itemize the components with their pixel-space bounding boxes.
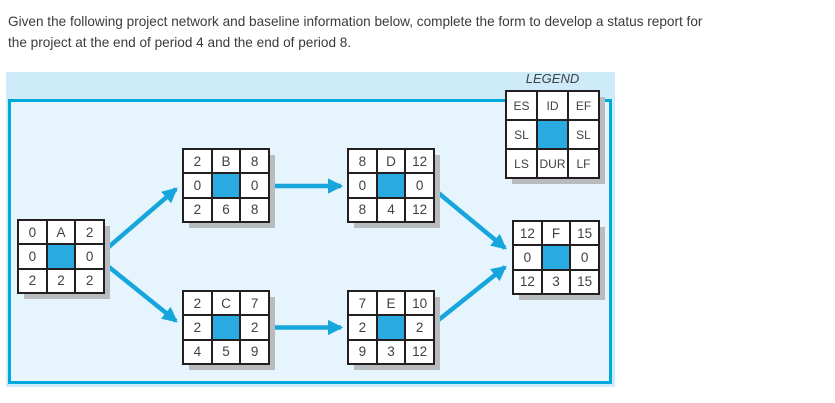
legend-dur-label: DUR [538,150,567,177]
legend-sl-left-label: SL [507,121,536,148]
sl-left-value: 0 [514,246,541,269]
node-center-square [377,316,405,339]
node-center-square [542,246,570,269]
ef-value: 15 [571,222,598,245]
activity-id: F [542,222,570,245]
activity-node-F: 12 F 15 0 0 12 3 15 [512,220,600,295]
activity-id: E [377,292,405,315]
node-center-square [212,316,240,339]
instruction-line-2: the project at the end of period 4 and t… [8,35,352,50]
ef-value: 2 [76,221,103,244]
node-center-square [212,174,240,197]
dur-value: 5 [212,340,240,363]
legend-title: LEGEND [525,71,580,86]
lf-value: 12 [406,198,433,221]
legend-ef-label: EF [569,92,598,119]
es-value: 2 [184,292,211,315]
lf-value: 8 [241,198,268,221]
instruction-text: Given the following project network and … [8,11,830,53]
instruction-line-1: Given the following project network and … [8,14,703,29]
activity-node-D: 8 D 12 0 0 8 4 12 [347,148,435,223]
activity-node-A: 0 A 2 0 0 2 2 2 [17,219,105,294]
legend-ls-label: LS [507,150,536,177]
dur-value: 4 [377,198,405,221]
dur-value: 3 [542,270,570,293]
es-value: 0 [19,221,46,244]
activity-node-C: 2 C 7 2 2 4 5 9 [182,290,270,365]
ls-value: 2 [19,269,46,292]
sl-left-value: 0 [184,174,211,197]
legend-sl-right-label: SL [569,121,598,148]
ls-value: 4 [184,340,211,363]
es-value: 12 [514,222,541,245]
activity-id: D [377,150,405,173]
sl-right-value: 2 [241,316,268,339]
sl-right-value: 0 [571,246,598,269]
activity-id: A [47,221,75,244]
ef-value: 10 [406,292,433,315]
sl-left-value: 2 [184,316,211,339]
ls-value: 8 [349,198,376,221]
sl-left-value: 2 [349,316,376,339]
ls-value: 12 [514,270,541,293]
legend-es-label: ES [507,92,536,119]
ef-value: 7 [241,292,268,315]
activity-id: C [212,292,240,315]
node-center-square [47,245,75,268]
legend-id-label: ID [538,92,567,119]
sl-left-value: 0 [349,174,376,197]
dur-value: 6 [212,198,240,221]
sl-right-value: 0 [241,174,268,197]
es-value: 8 [349,150,376,173]
sl-left-value: 0 [19,245,46,268]
es-value: 7 [349,292,376,315]
es-value: 2 [184,150,211,173]
ls-value: 2 [184,198,211,221]
legend-box: ES ID EF SL SL LS DUR LF [505,90,600,179]
ls-value: 9 [349,340,376,363]
activity-node-E: 7 E 10 2 2 9 3 12 [347,290,435,365]
sl-right-value: 2 [406,316,433,339]
sl-right-value: 0 [406,174,433,197]
legend-lf-label: LF [569,150,598,177]
legend-center-square [538,121,567,148]
dur-value: 3 [377,340,405,363]
activity-id: B [212,150,240,173]
lf-value: 15 [571,270,598,293]
lf-value: 12 [406,340,433,363]
lf-value: 2 [76,269,103,292]
ef-value: 8 [241,150,268,173]
lf-value: 9 [241,340,268,363]
dur-value: 2 [47,269,75,292]
activity-node-B: 2 B 8 0 0 2 6 8 [182,148,270,223]
node-center-square [377,174,405,197]
ef-value: 12 [406,150,433,173]
sl-right-value: 0 [76,245,103,268]
